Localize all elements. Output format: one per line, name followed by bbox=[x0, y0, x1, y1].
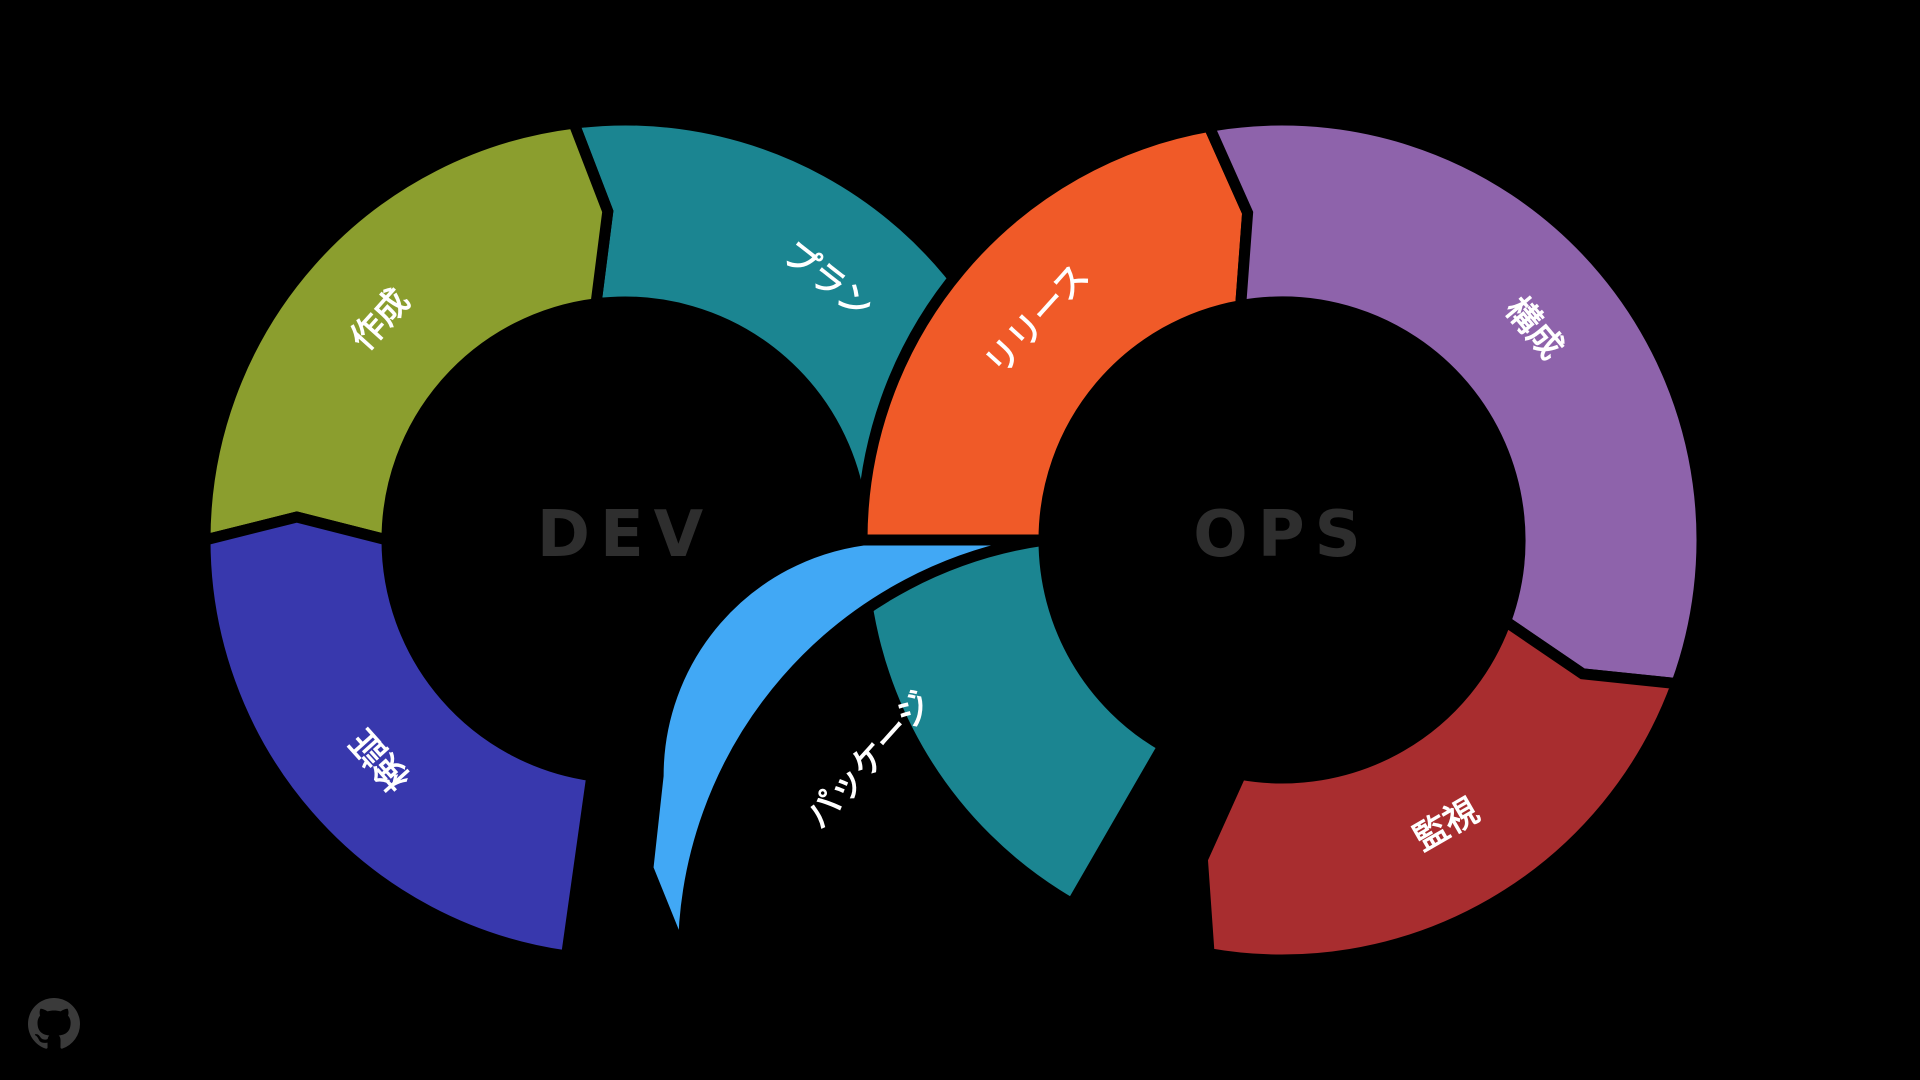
ops-center-label: OPS bbox=[1193, 498, 1370, 572]
segment-config bbox=[1201, 114, 1708, 690]
segment-package bbox=[642, 534, 1046, 958]
segment-verify bbox=[199, 511, 599, 963]
segment-release bbox=[856, 120, 1254, 546]
github-icon-glyph bbox=[28, 998, 80, 1049]
dev-center-label: DEV bbox=[537, 498, 713, 572]
segment-create bbox=[199, 117, 614, 548]
github-icon[interactable] bbox=[28, 998, 80, 1050]
segment-monitor bbox=[1196, 612, 1685, 966]
